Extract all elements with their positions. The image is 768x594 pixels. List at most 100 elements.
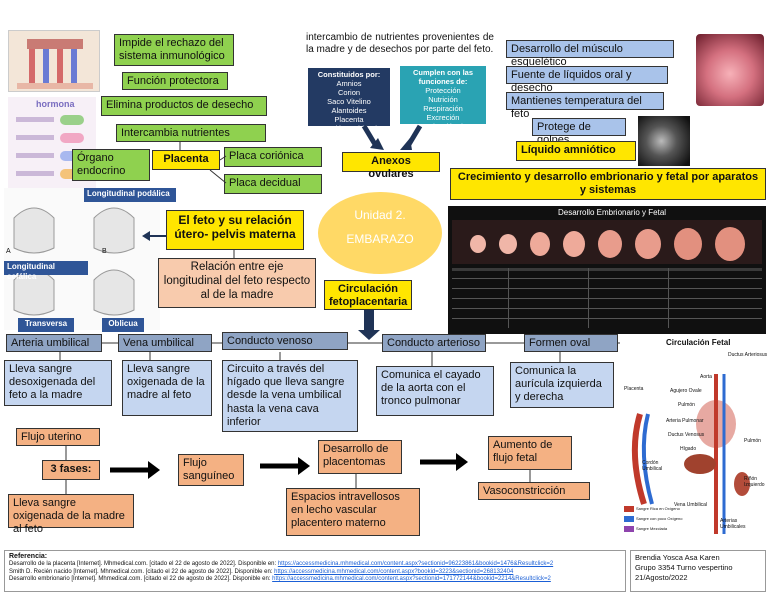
placenta-illustration bbox=[8, 30, 100, 92]
position-cefalica: Longitudinal cefálica bbox=[4, 261, 88, 281]
fetal-label: Riñón Izquierdo bbox=[744, 476, 765, 489]
author-date: 21/Agosto/2022 bbox=[635, 573, 688, 583]
fetal-diagram-title: Circulación Fetal bbox=[666, 338, 731, 347]
constituidos-item: Placenta bbox=[334, 115, 364, 124]
circ-desc-arterioso: Comunica el cayado de la aorta con el tr… bbox=[376, 366, 494, 416]
author-name: Brendia Yosca Asa Karen bbox=[635, 553, 720, 562]
placa-decidual: Placa decidual bbox=[224, 174, 322, 194]
constituidos-item: Cordón umbilical bbox=[321, 124, 377, 133]
position-label-b: B bbox=[102, 248, 107, 255]
position-podalica: Longitudinal podálica bbox=[84, 188, 176, 202]
fetus-photo bbox=[696, 34, 764, 106]
fetal-legend: Sangre Rica en Oxígeno bbox=[636, 506, 680, 511]
embryo-development-chart: Desarrollo Embrionario y Fetal bbox=[448, 206, 766, 334]
position-transversa: Transversa bbox=[18, 318, 74, 332]
liquido-amniotico-node: Líquido amniótico bbox=[516, 141, 636, 161]
constituidos-item: Alantoides bbox=[331, 106, 367, 115]
cumplen-item: Nutrición bbox=[428, 95, 458, 104]
crecimiento-node: Crecimiento y desarrollo embrionario y f… bbox=[450, 168, 766, 200]
unidad-title: Unidad 2. bbox=[354, 208, 406, 222]
relacion-node: El feto y su relación útero- pelvis mate… bbox=[166, 210, 304, 250]
circ-desc-venoso: Circuito a través del hígado que lleva s… bbox=[222, 360, 358, 432]
placenta-item-2: Función protectora bbox=[122, 72, 228, 90]
placenta-item-4: Intercambia nutrientes bbox=[116, 124, 266, 142]
reference-line: Smith D. Recién nacido [Internet]. Mhmed… bbox=[9, 569, 621, 577]
constituidos-item: Amnios bbox=[336, 79, 362, 88]
placa-corionica: Placa coriónica bbox=[224, 147, 322, 167]
cumplen-title: Cumplen con las funciones de: bbox=[412, 68, 473, 86]
references-box: Referencia: Desarrollo de la placenta [I… bbox=[4, 550, 626, 592]
fetal-legend: Sangre con poco Oxígeno bbox=[636, 516, 683, 521]
liquido-item-2: Fuente de líquidos oral y desecho bbox=[506, 66, 668, 94]
circ-part-vena: Vena umbilical bbox=[118, 334, 212, 352]
circulacion-node: Circulación fetoplacentaria bbox=[324, 280, 412, 310]
cumplen-item: Respiración bbox=[423, 104, 463, 113]
reference-line: Desarrollo embrionario [Internet]. Mhmed… bbox=[9, 576, 621, 584]
reference-text: Desarrollo embrionario [Internet]. Mhmed… bbox=[9, 576, 273, 583]
fetal-label: Cordón Umbilical bbox=[642, 460, 663, 473]
ultrasound-image bbox=[638, 116, 690, 166]
author-box: Brendia Yosca Asa Karen Grupo 3354 Turno… bbox=[630, 550, 766, 592]
fetal-label: Arterias Umbilicales bbox=[720, 518, 746, 531]
fetal-label: Placenta bbox=[624, 386, 644, 392]
hormone-label: hormona bbox=[36, 99, 75, 109]
placenta-node: Placenta bbox=[152, 150, 220, 170]
unidad-oval: Unidad 2. EMBARAZO bbox=[318, 192, 442, 274]
fetal-label: Pulmón bbox=[678, 402, 695, 408]
fetal-label: Aorta bbox=[700, 374, 712, 380]
cumplen-item: Excreción bbox=[426, 113, 460, 122]
placenta-item-3: Elimina productos de desecho bbox=[101, 96, 267, 116]
vasoconstriccion: Vasoconstricción bbox=[478, 482, 590, 500]
circ-desc-arteria: Lleva sangre desoxigenada del feto a la … bbox=[4, 360, 112, 406]
fetal-label: Ductus Venosus bbox=[668, 432, 705, 438]
aumento-flujo: Aumento de flujo fetal bbox=[488, 436, 572, 470]
author-group: Grupo 3354 Turno vespertino bbox=[635, 563, 733, 573]
reference-link[interactable]: https://accessmedicina.mhmedical.com/con… bbox=[277, 561, 554, 568]
fetal-label: Vena Umbilical bbox=[674, 502, 708, 508]
hormone-illustration: hormona bbox=[8, 97, 96, 193]
flujo-uterino: Flujo uterino bbox=[16, 428, 100, 446]
anexos-intro: intercambio de nutrientes provenientes d… bbox=[306, 32, 494, 55]
fetal-label: Arteria Pulmonar bbox=[666, 418, 704, 424]
liquido-item-3: Mantienes temperatura del feto bbox=[506, 92, 664, 120]
organo-endocrino: Órgano endocrino bbox=[72, 149, 150, 181]
flujo-sanguineo: Flujo sanguíneo bbox=[178, 454, 244, 486]
reference-link[interactable]: https://accessmedicina.mhmedical.com/con… bbox=[274, 568, 514, 575]
cumplen-item: Producción de hormonas bbox=[419, 122, 467, 140]
fetal-label: Pulmón bbox=[744, 438, 761, 444]
circ-part-oval: Formen oval bbox=[524, 334, 618, 352]
espacios-intravellosos: Espacios intravellosos en lecho vascular… bbox=[286, 488, 420, 536]
circ-part-arterioso: Conducto arterioso bbox=[382, 334, 486, 352]
fetal-label: Agujero Ovale bbox=[670, 388, 702, 394]
constituidos-box: Constituidos por: Amnios Corion Saco Vit… bbox=[308, 68, 390, 133]
embryo-chart-title: Desarrollo Embrionario y Fetal bbox=[558, 208, 667, 217]
flujo-fase1-desc: Lleva sangre oxigenada de la madre al fe… bbox=[8, 494, 134, 535]
circ-part-arteria: Arteria umbilical bbox=[6, 334, 102, 352]
reference-line: Desarrollo de la placenta [Internet]. Mh… bbox=[9, 561, 621, 569]
circ-desc-vena: Lleva sangre oxigenada de la madre al fe… bbox=[122, 360, 212, 416]
placenta-item-1: Impide el rechazo del sistema inmunológi… bbox=[114, 34, 234, 66]
flujo-fases: 3 fases: bbox=[42, 460, 100, 480]
liquido-item-4: Protege de golpes bbox=[532, 118, 626, 146]
cumplen-item: Protección bbox=[425, 86, 461, 95]
circ-part-venoso: Conducto venoso bbox=[222, 332, 348, 350]
reference-text: Desarrollo de la placenta [Internet]. Mh… bbox=[9, 561, 278, 568]
cumplen-box: Cumplen con las funciones de: Protección… bbox=[400, 66, 486, 140]
constituidos-item: Corion bbox=[337, 88, 361, 97]
position-oblicua: Oblicua bbox=[102, 318, 144, 332]
constituidos-item: Saco Vitelino bbox=[327, 97, 371, 106]
constituidos-title: Constituidos por: bbox=[317, 70, 381, 79]
circ-desc-oval: Comunica la aurícula izquierda y derecha bbox=[510, 362, 614, 408]
liquido-item-1: Desarrollo del músculo esquelético bbox=[506, 40, 674, 68]
fetal-label: Hígado bbox=[680, 446, 697, 452]
fetal-circulation-diagram: Circulación Fetal Ductus Arteriosus Aort… bbox=[620, 334, 768, 548]
fetal-positions-image: A B bbox=[4, 188, 160, 330]
unidad-subtitle: EMBARAZO bbox=[346, 232, 414, 246]
relacion-desc: Relación entre eje longitudinal del feto… bbox=[158, 258, 316, 308]
fetal-legend: Sangre Mezclada bbox=[636, 526, 668, 531]
anexos-ovulares-node: Anexos ovulares bbox=[342, 152, 440, 180]
position-label-a: A bbox=[6, 248, 11, 255]
reference-link[interactable]: https://accessmedicina.mhmedical.com/con… bbox=[272, 576, 551, 583]
fetal-label: Ductus Arteriosus bbox=[728, 352, 768, 358]
desarrollo-placentomas: Desarrollo de placentomas bbox=[318, 440, 402, 474]
